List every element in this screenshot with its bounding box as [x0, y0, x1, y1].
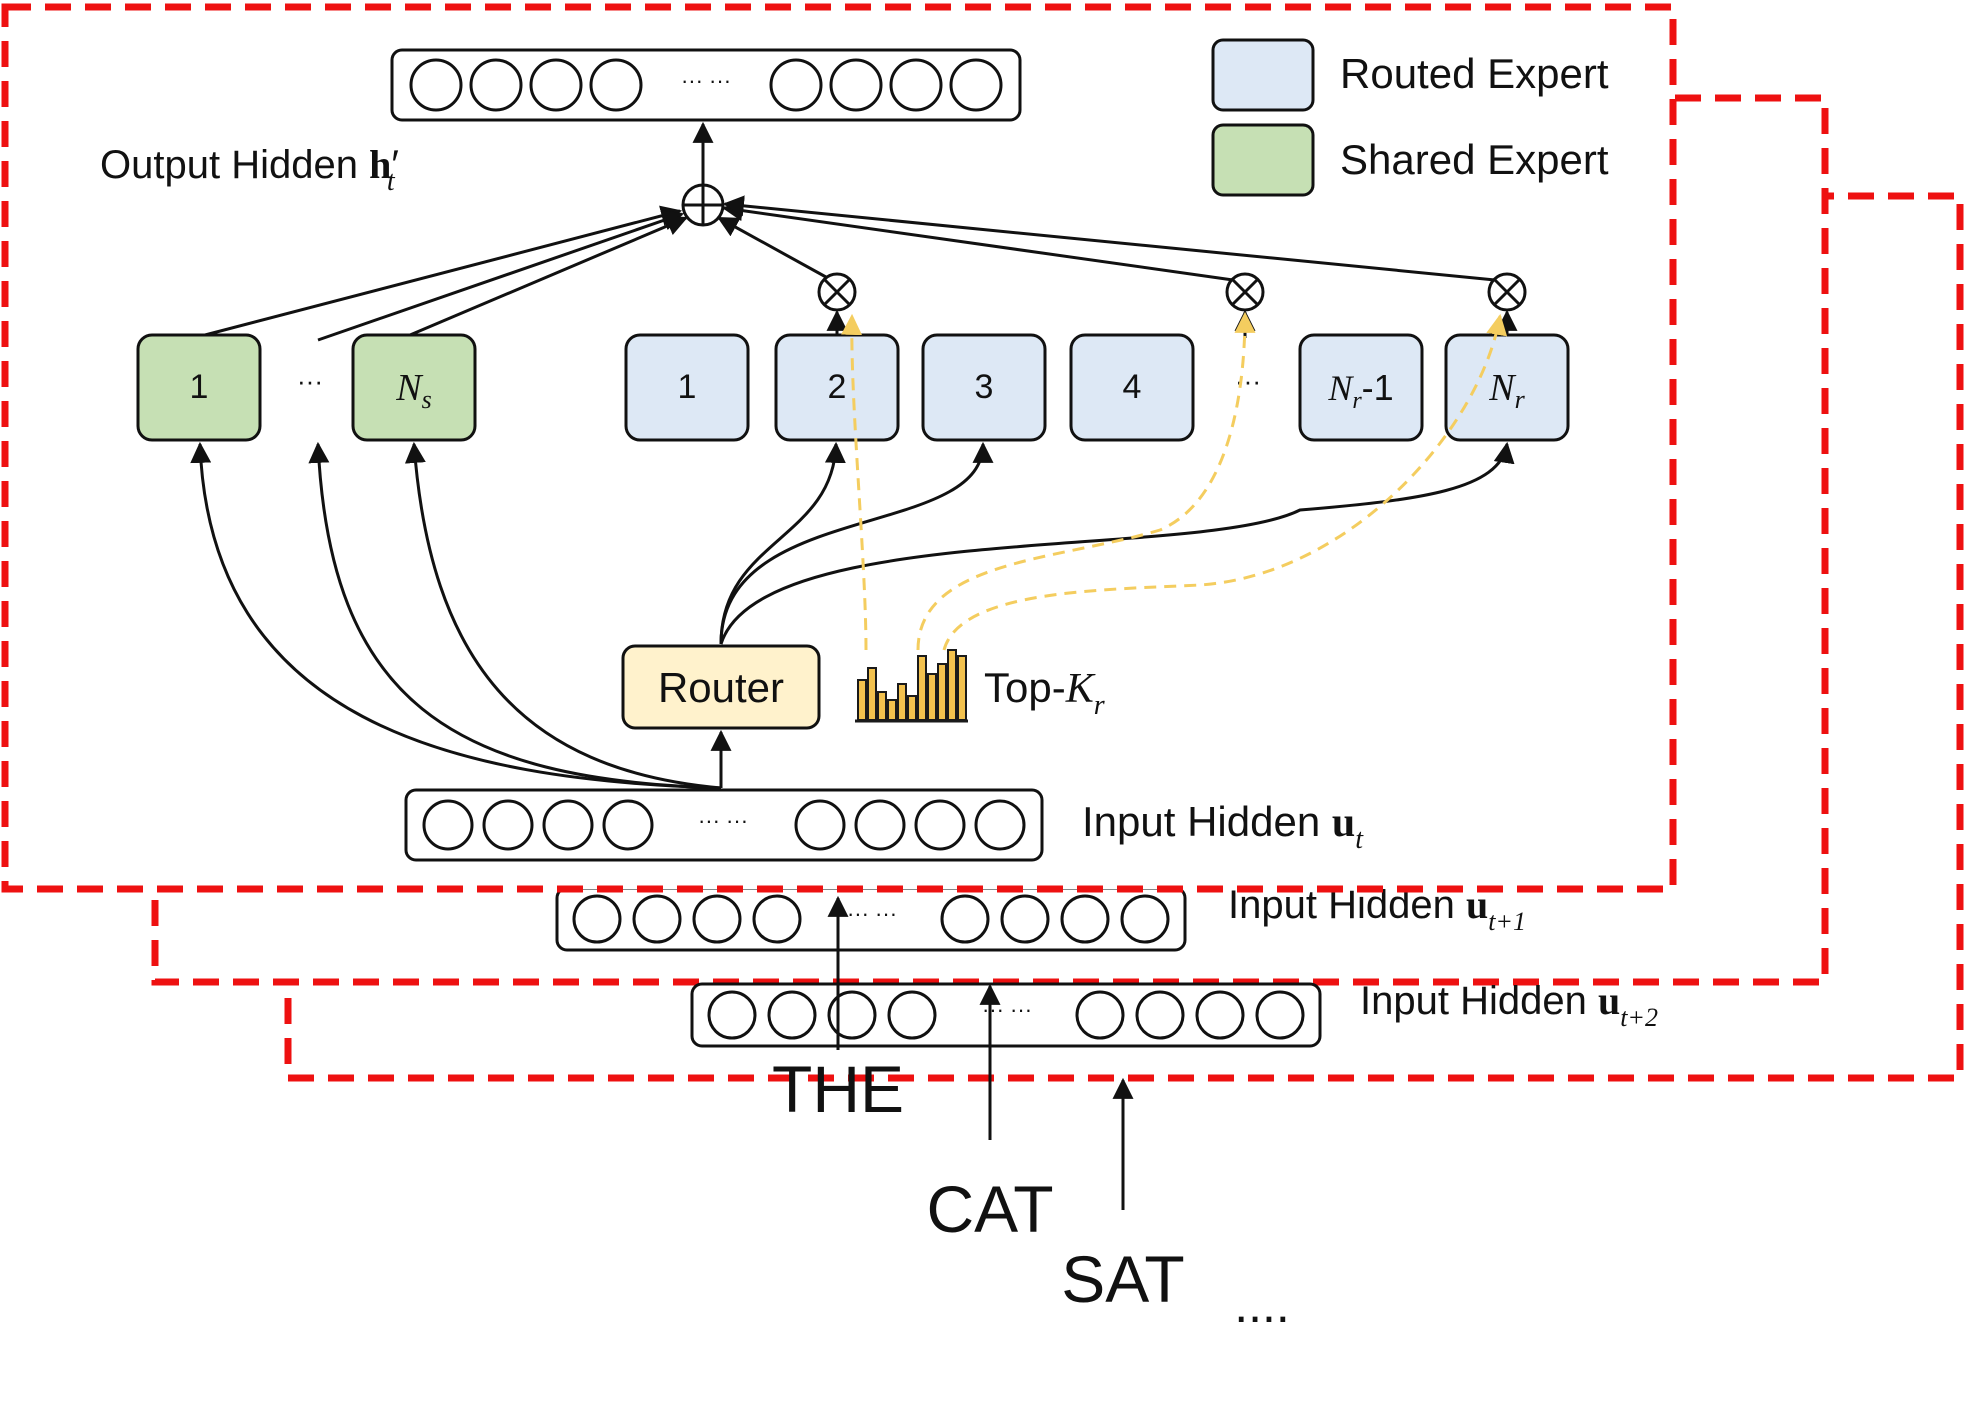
svg-text:Nr: Nr [1488, 367, 1525, 414]
gate-mid-to-sum-line [721, 200, 1234, 282]
token-cat: CAT [926, 1172, 1053, 1246]
svg-text:4: 4 [1123, 368, 1142, 406]
input-to-shared-ns-line [404, 441, 722, 790]
svg-text:1: 1 [190, 368, 209, 406]
gate-nr-to-sum-line [722, 195, 1496, 282]
routed-expert-4: 4 [1069, 333, 1195, 442]
routed-expert-2: 2 [774, 333, 900, 442]
token-sat: SAT [1061, 1242, 1184, 1316]
gate2-to-sum-line [717, 216, 836, 284]
routed-expert-nr-minus-1: Nr-1 [1298, 333, 1424, 442]
shared1-to-sum-line [204, 205, 683, 337]
shared-expert-1: 1 [136, 333, 262, 442]
input-to-shared1-line [190, 441, 722, 790]
output-hidden-vector: ··· ··· [390, 48, 1022, 122]
routed-expert-3: 3 [921, 333, 1047, 442]
legend-routed-swatch [1211, 38, 1315, 112]
input-label-t1: Input Hidden ut+1 [1228, 882, 1526, 936]
shared-experts-ellipsis: ··· [297, 366, 323, 396]
topk-label: Top-Kr [984, 664, 1105, 721]
routed-expert-1: 1 [624, 333, 750, 442]
token-the: THE [772, 1052, 904, 1126]
input-label-t2: Input Hidden ut+2 [1360, 978, 1658, 1032]
svg-text:2: 2 [828, 368, 847, 406]
topk-select-gate-mid-path [916, 311, 1256, 651]
svg-text:3: 3 [975, 368, 994, 406]
svg-text:Nr-1: Nr-1 [1327, 367, 1393, 414]
routed-experts-ellipsis: ··· [1235, 366, 1261, 396]
legend-shared-label: Shared Expert [1340, 136, 1609, 183]
sum-node-icon [681, 183, 725, 227]
svg-text:Ns: Ns [395, 367, 431, 414]
routed-expert-nr: Nr [1444, 333, 1570, 442]
input-dots-t1: ··· ··· [847, 901, 897, 926]
input-to-shared-dots-line [308, 441, 722, 790]
legend-routed-label: Routed Expert [1340, 50, 1609, 97]
input-hidden-t2: ··· ··· [690, 982, 1322, 1048]
router-to-expert3-line [719, 441, 994, 645]
svg-text:1: 1 [678, 368, 697, 406]
router-box: Router [621, 644, 821, 730]
shared-dots-to-sum-line [317, 210, 684, 342]
topk-select-expert2-path [841, 313, 868, 651]
input-label-t: Input Hidden ut [1082, 798, 1364, 855]
router-label: Router [658, 664, 784, 711]
legend-shared-swatch [1211, 123, 1315, 197]
shared-expert-ns: Ns [351, 333, 477, 442]
multiply-gate-icon [817, 272, 1527, 312]
token-more: .... [1234, 1277, 1290, 1333]
output-hidden-label: Output Hidden h′t [100, 142, 399, 197]
topk-histogram-icon [855, 649, 968, 723]
output-dots: ··· ··· [681, 68, 731, 93]
shared-ns-to-sum-line [409, 215, 688, 337]
input-hidden-t1: ··· ··· [555, 886, 1187, 952]
input-dots-t: ··· ··· [698, 808, 748, 833]
input-hidden-t: ··· ··· [404, 788, 1044, 862]
router-to-expert-nr-line [719, 441, 1515, 645]
